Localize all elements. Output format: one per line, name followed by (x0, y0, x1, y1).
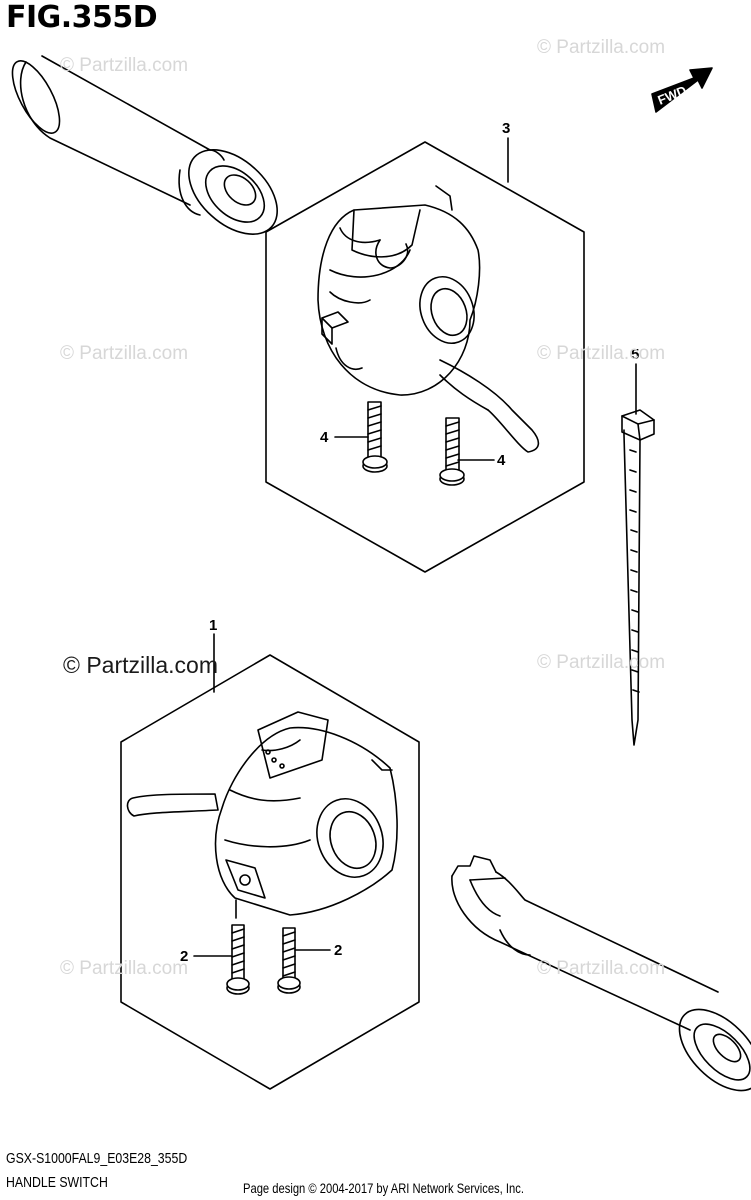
left-screw-1 (226, 924, 250, 995)
callout-1: 1 (209, 617, 217, 634)
callout-5: 5 (631, 346, 639, 363)
figure-caption: HANDLE SWITCH (6, 1174, 108, 1191)
left-grip-drawing (11, 55, 278, 235)
watermark: © Partzilla.com (60, 55, 189, 76)
watermark: © Partzilla.com (537, 652, 666, 673)
model-code: GSX-S1000FAL9_E03E28_355D (6, 1150, 188, 1167)
right-assembly-frame (265, 141, 585, 573)
callout-2-right: 2 (334, 942, 342, 959)
callout-2-left: 2 (180, 948, 188, 965)
callout-4-left: 4 (320, 429, 329, 446)
callout-3: 3 (502, 120, 510, 137)
watermark: © Partzilla.com (537, 958, 666, 979)
watermark: © Partzilla.com (537, 37, 666, 58)
copyright-credit: Page design © 2004-2017 by ARI Network S… (243, 1180, 524, 1196)
fwd-arrow-icon (651, 67, 713, 113)
watermark-prominent: © Partzilla.com (63, 652, 218, 678)
cable-tie-drawing (621, 409, 655, 746)
watermark: © Partzilla.com (60, 343, 189, 364)
left-assembly-frame (120, 654, 420, 1090)
watermark: © Partzilla.com (537, 343, 666, 364)
left-switch-drawing (126, 711, 398, 995)
right-screw-2 (439, 417, 465, 486)
right-screw-1 (362, 401, 388, 473)
left-screw-2 (277, 927, 301, 994)
fwd-label: FWD (656, 83, 689, 108)
figure-title: FIG.355D (6, 0, 158, 35)
watermark: © Partzilla.com (60, 958, 189, 979)
callout-4-right: 4 (497, 452, 506, 469)
right-switch-drawing (317, 185, 540, 486)
throttle-grip-drawing (451, 855, 751, 1092)
